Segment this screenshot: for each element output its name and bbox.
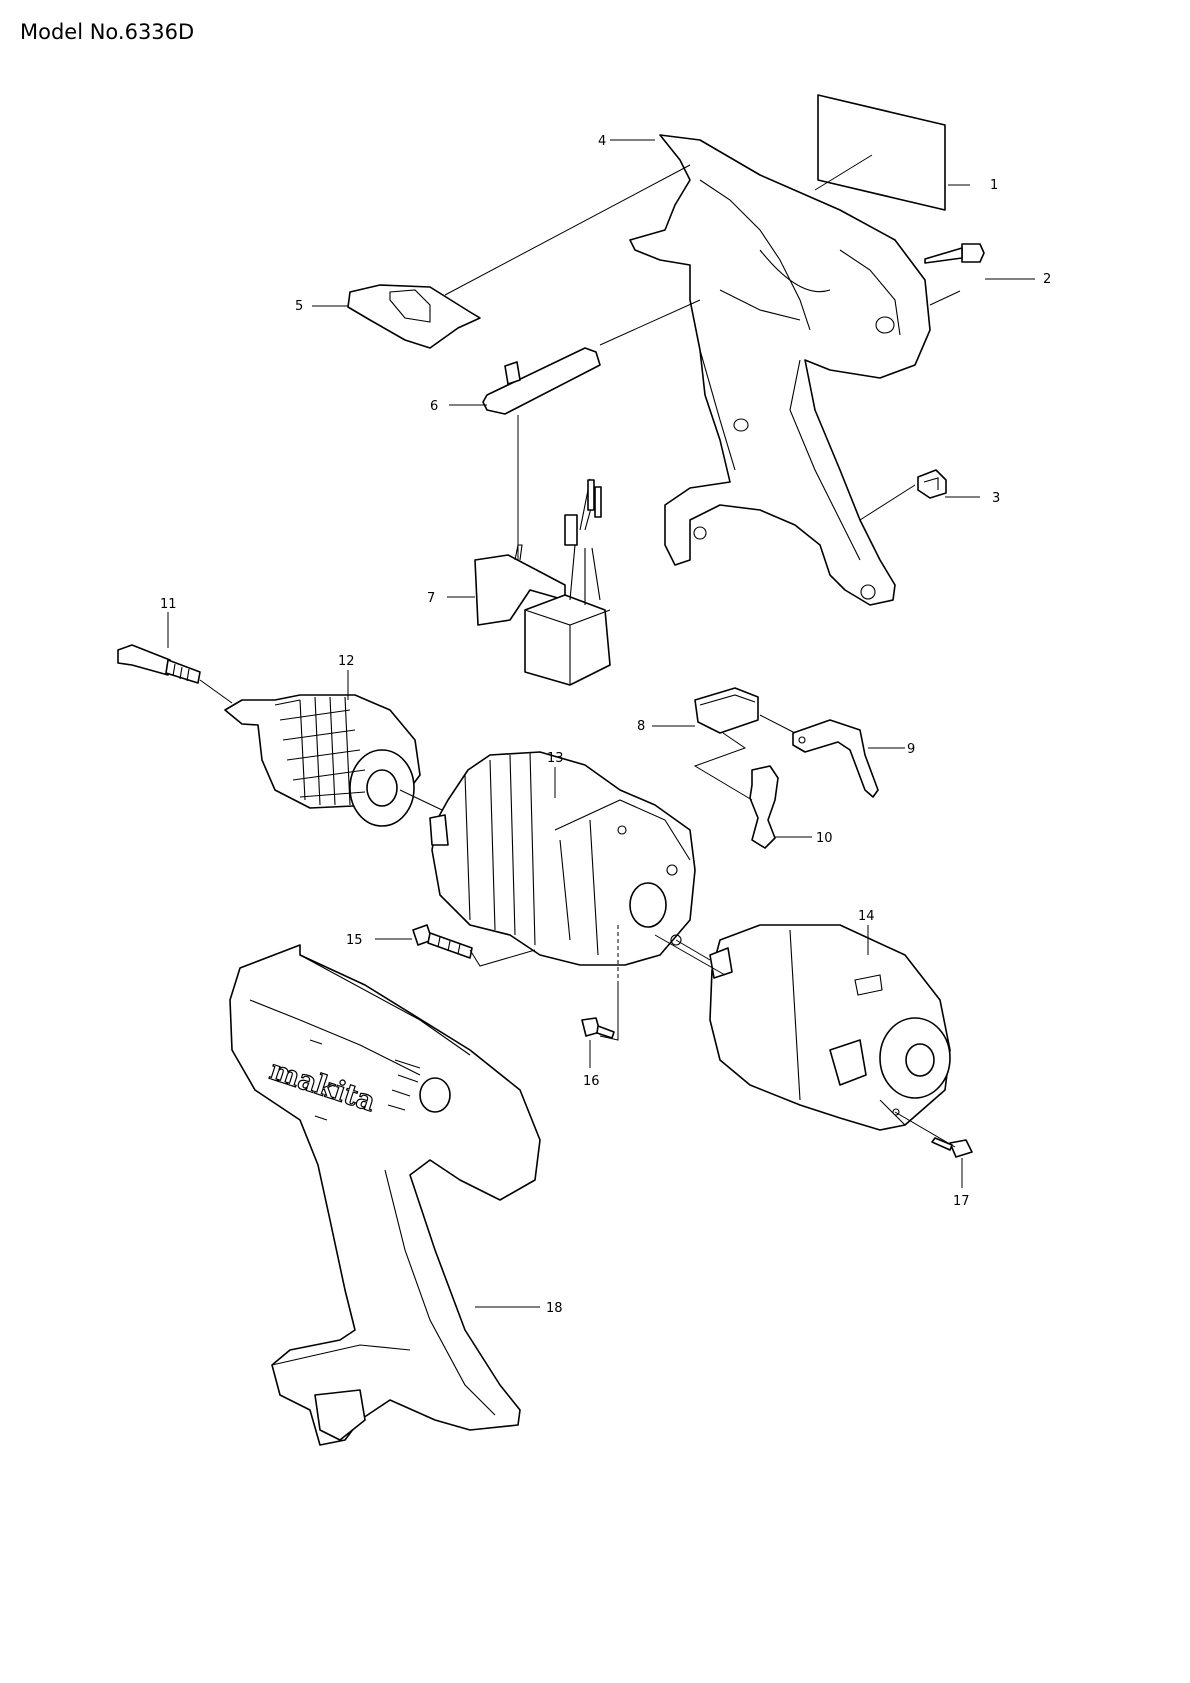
callout-8: 8 [637, 719, 645, 734]
part-3-clip [917, 469, 947, 499]
part-16-screw [581, 1017, 615, 1039]
callout-9: 9 [907, 742, 915, 757]
callout-6: 6 [430, 399, 438, 414]
model-title: Model No.6336D [20, 20, 195, 44]
callout-18: 18 [546, 1301, 563, 1316]
callout-11: 11 [160, 597, 177, 612]
callout-2: 2 [1043, 272, 1051, 287]
part-5-switch-lever [347, 284, 481, 349]
callout-4: 4 [598, 134, 606, 149]
callout-labels: 1 2 3 4 5 6 7 8 9 10 11 12 13 14 15 16 1… [160, 134, 1051, 1316]
callout-15: 15 [346, 933, 363, 948]
part-18-housing: makita [229, 944, 541, 1446]
callout-1: 1 [990, 178, 998, 193]
part-15-screw [412, 924, 473, 959]
leader-lines [167, 139, 1035, 1308]
callout-12: 12 [338, 654, 355, 669]
part-12-chuck [224, 694, 421, 827]
part-9-bracket [792, 719, 879, 798]
part-14-motor [709, 924, 951, 1131]
part-6-switch-button [482, 347, 601, 415]
part-17-screw [931, 1137, 973, 1158]
callout-17: 17 [953, 1194, 970, 1209]
callout-13: 13 [547, 751, 564, 766]
callout-5: 5 [295, 299, 303, 314]
callout-3: 3 [992, 491, 1000, 506]
callout-10: 10 [816, 831, 833, 846]
part-13-gearbox [429, 751, 696, 966]
part-1-label-plate [817, 94, 946, 211]
part-7-switch [474, 478, 611, 686]
part-2-screw [924, 243, 985, 264]
callout-7: 7 [427, 591, 435, 606]
part-11-chuck-screw [117, 644, 201, 684]
callout-16: 16 [583, 1074, 600, 1089]
part-4-housing-half [629, 134, 931, 606]
part-8-brush-holder [694, 687, 759, 734]
callout-14: 14 [858, 909, 875, 924]
part-10-spring-terminal [749, 765, 779, 849]
